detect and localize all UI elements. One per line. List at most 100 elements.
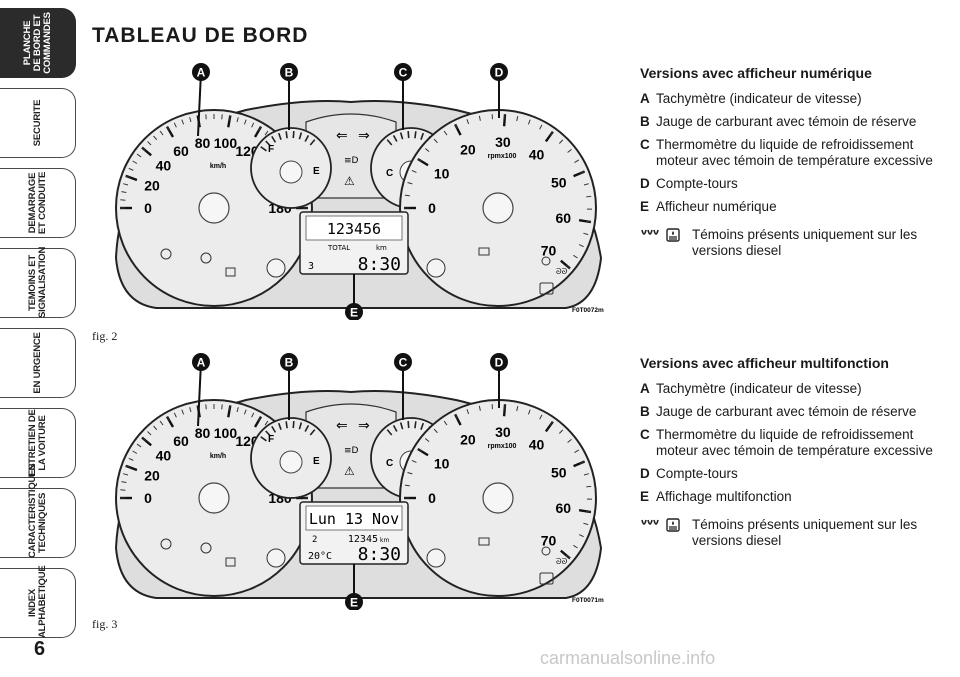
speed-minor-tick xyxy=(128,457,134,461)
legend-heading: Versions avec afficheur multifonction xyxy=(640,355,889,371)
rpm-tick-label: 10 xyxy=(434,166,450,182)
tab-entretien[interactable]: ENTRETIEN DE LA VOITURE xyxy=(0,408,76,478)
speed-minor-tick xyxy=(243,409,247,415)
watermark: carmanualsonline.info xyxy=(540,648,716,668)
rpm-minor-tick xyxy=(549,131,554,137)
rpm-unit: rpmx100 xyxy=(488,443,517,450)
speed-minor-tick xyxy=(173,122,177,128)
fuel-tick xyxy=(260,146,267,152)
temp-tick xyxy=(420,132,425,140)
fuel-tick xyxy=(271,135,277,143)
speed-tick-label: 60 xyxy=(173,143,189,159)
fuel-tick xyxy=(309,139,316,146)
speed-minor-tick xyxy=(258,126,262,132)
rpm-minor-tick xyxy=(404,194,410,197)
figure-code: F0T0071m xyxy=(572,597,604,604)
turn-left-icon: ⇐ xyxy=(336,128,348,144)
figure-caption: fig. 3 xyxy=(92,617,118,631)
temp-tick xyxy=(420,422,425,430)
rpm-minor-tick xyxy=(516,115,519,122)
rpm-minor-tick xyxy=(585,220,592,223)
rpm-minor-tick xyxy=(454,414,458,420)
callout-letter: D xyxy=(495,356,504,370)
speed-minor-tick xyxy=(153,425,158,431)
callout-letter: E xyxy=(350,596,358,610)
dashboard-illustration: ⇐⇒≡D⚠020406080100120140160180km/hFECH010… xyxy=(114,353,604,610)
callout-letter: E xyxy=(350,306,358,320)
temp-tick xyxy=(399,422,404,430)
brake-warning-icon xyxy=(160,248,172,260)
rpm-minor-tick xyxy=(527,119,531,125)
tab-en-urgence[interactable]: EN URGENCE xyxy=(0,328,76,398)
rpm-minor-tick xyxy=(579,461,585,464)
fuel-tick xyxy=(285,421,288,429)
rpm-minor-tick xyxy=(579,171,585,174)
speed-minor-tick xyxy=(132,450,138,454)
turn-right-icon: ⇒ xyxy=(358,128,370,144)
tab-securite[interactable]: SECURITE xyxy=(0,88,76,158)
rpm-minor-tick xyxy=(539,414,543,420)
fuel-full-label: F xyxy=(268,144,274,155)
rpm-minor-tick xyxy=(424,148,430,153)
speed-unit: km/h xyxy=(210,163,226,170)
rpm-tick-label: 60 xyxy=(555,500,571,516)
rpm-minor-tick xyxy=(478,115,481,121)
fuel-tick xyxy=(260,436,267,442)
hazard-icon: ⚠ xyxy=(344,174,355,188)
fuel-hub xyxy=(279,450,303,474)
temp-tick xyxy=(392,424,398,432)
tab-planche-de-bord[interactable]: PLANCHE DE BORD ET COMMANDES xyxy=(0,8,76,78)
speed-minor-tick xyxy=(153,135,158,141)
battery-icon xyxy=(478,537,490,546)
glow-plug-icon: ᘐᘐ xyxy=(556,267,568,276)
turn-right-icon: ⇒ xyxy=(358,418,370,434)
rpm-tick-label: 30 xyxy=(495,134,511,150)
speed-minor-tick xyxy=(147,141,152,146)
temp-tick xyxy=(399,132,404,140)
rpm-minor-tick xyxy=(565,264,571,269)
display-line1: 123456 xyxy=(327,220,381,238)
legend-heading: Versions avec afficheur numérique xyxy=(640,65,872,81)
glow-plug-icon xyxy=(641,519,659,525)
rpm-minor-tick xyxy=(454,124,458,130)
rear-fog-icon xyxy=(266,258,286,278)
rpm-minor-tick xyxy=(583,522,589,526)
tab-demarrage[interactable]: DEMARRAGE ET CONDUITE xyxy=(0,168,76,238)
temp-tick xyxy=(414,131,417,139)
callout-letter: D xyxy=(495,66,504,80)
speed-minor-tick xyxy=(121,481,127,484)
rpm-tick-label: 70 xyxy=(541,532,557,548)
hazard-icon: ⚠ xyxy=(344,464,355,478)
tab-index[interactable]: INDEX ALPHABETIQUE xyxy=(0,565,76,638)
display-line3-left: 3 xyxy=(308,261,314,272)
tab-caracteristiques[interactable]: CARACTERISTIQUES TECHNIQUES xyxy=(0,464,76,558)
speed-tick-label: 0 xyxy=(144,200,152,216)
callout-marker xyxy=(280,353,298,371)
water-in-fuel-icon xyxy=(539,282,554,295)
fuel-hub xyxy=(279,160,303,184)
rpm-hub xyxy=(482,192,514,224)
speed-minor-tick xyxy=(251,412,255,418)
tab-temoins[interactable]: TEMOINS ET SIGNALISATION xyxy=(0,247,76,318)
speed-minor-tick xyxy=(189,117,192,123)
callout-leader xyxy=(197,361,202,427)
speed-minor-tick xyxy=(125,175,131,179)
fuel-cap-icon xyxy=(225,557,236,567)
callout-letter: B xyxy=(285,66,294,80)
speed-minor-tick xyxy=(159,420,164,426)
speed-minor-tick xyxy=(166,416,170,422)
rpm-tick-label: 10 xyxy=(434,456,450,472)
airbag-icon xyxy=(541,256,551,266)
callout-marker xyxy=(192,353,210,371)
rpm-minor-tick xyxy=(585,510,592,513)
temp-cold-label: C xyxy=(386,168,393,179)
speed-minor-tick xyxy=(128,167,134,171)
temp-tick xyxy=(386,139,393,146)
speed-minor-tick xyxy=(264,420,269,426)
fuel-tick xyxy=(265,140,272,147)
page-title: TABLEAU DE BORD xyxy=(92,24,309,47)
temp-tick xyxy=(392,134,398,142)
